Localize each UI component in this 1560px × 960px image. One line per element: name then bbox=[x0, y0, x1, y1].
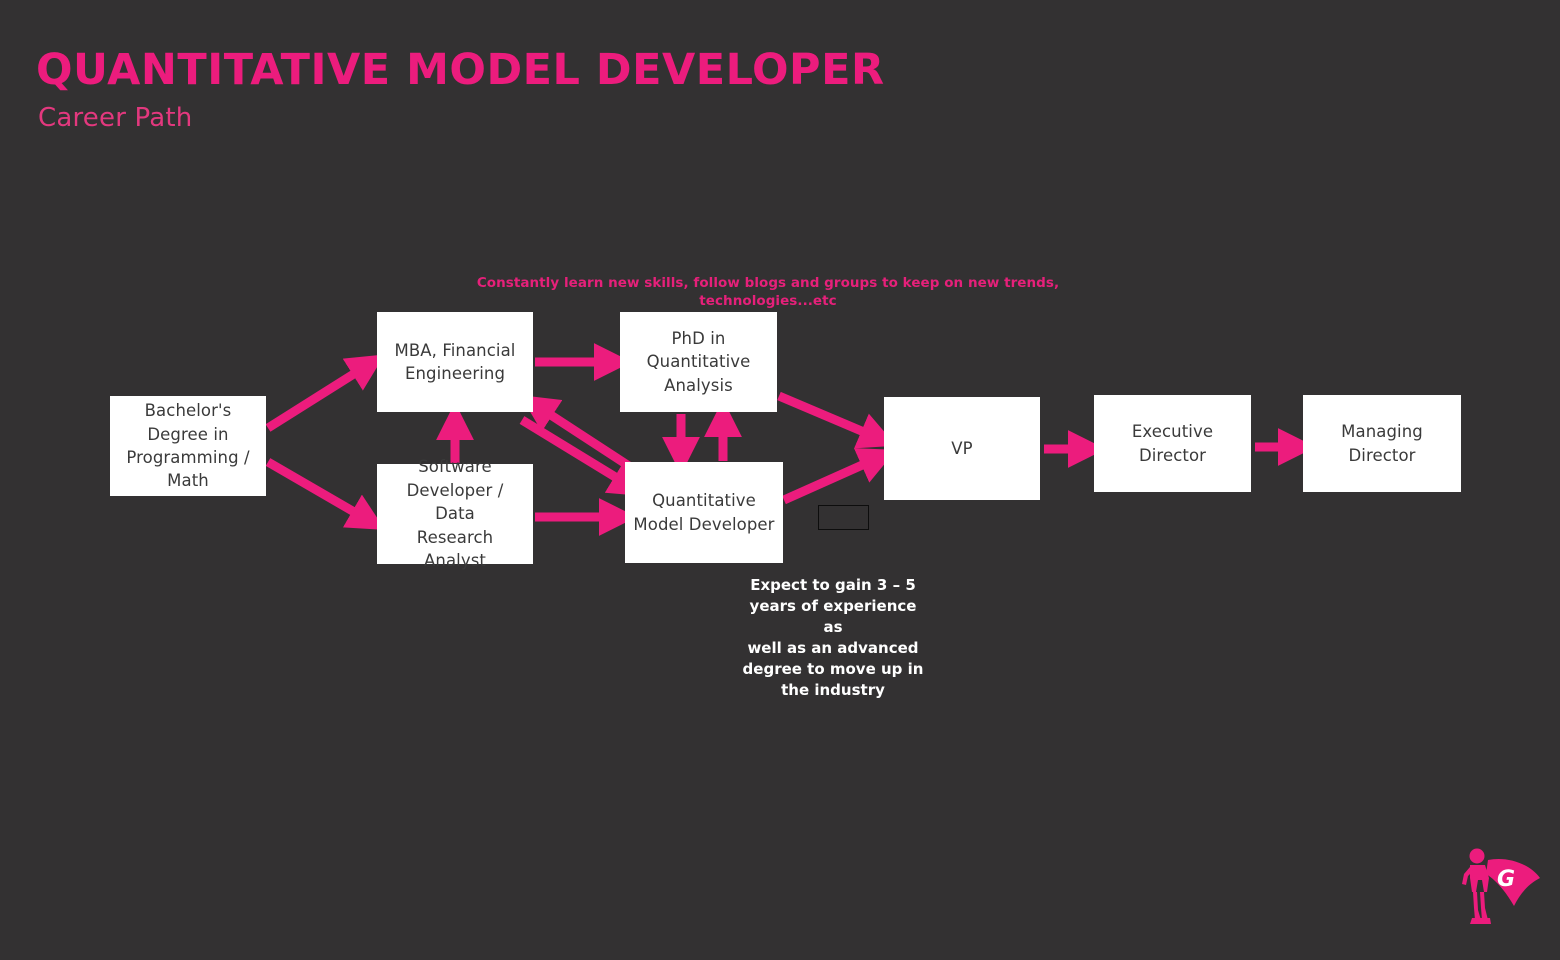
logo-letter-g: G bbox=[1497, 867, 1515, 892]
node-managing-director[interactable]: Managing Director bbox=[1303, 395, 1461, 492]
node-executive-director[interactable]: Executive Director bbox=[1094, 395, 1251, 492]
arrow-bachelors-to-software bbox=[265, 458, 386, 530]
node-mba-financial-engineering[interactable]: MBA, Financial Engineering bbox=[377, 312, 533, 412]
cape-shape bbox=[1486, 858, 1540, 906]
hero-left-arm bbox=[1462, 867, 1473, 885]
node-vp[interactable]: VP bbox=[884, 397, 1040, 500]
node-bachelors-degree[interactable]: Bachelor's Degree in Programming / Math bbox=[110, 396, 266, 496]
page-title: QUANTITATIVE MODEL DEVELOPER bbox=[36, 45, 885, 95]
superhero-g-logo: G bbox=[1462, 848, 1540, 924]
hero-legs bbox=[1473, 892, 1488, 920]
node-phd-quantitative-analysis[interactable]: PhD in Quantitative Analysis bbox=[620, 312, 777, 412]
page-subtitle: Career Path bbox=[38, 103, 193, 134]
empty-placeholder-box[interactable] bbox=[818, 505, 869, 530]
arrow-quant-to-mba bbox=[520, 395, 635, 472]
note-continuous-learning: Constantly learn new skills, follow blog… bbox=[476, 275, 1060, 309]
header: QUANTITATIVE MODEL DEVELOPER Career Path bbox=[36, 45, 936, 134]
arrow-quant-to-vp bbox=[782, 448, 897, 505]
node-software-developer[interactable]: Software Developer / Data Research Analy… bbox=[377, 457, 533, 570]
hero-torso bbox=[1470, 865, 1489, 892]
arrow-bachelors-to-mba bbox=[265, 354, 385, 432]
note-experience-requirement: Expect to gain 3 – 5 years of experience… bbox=[742, 576, 924, 699]
arrow-mba-to-quant bbox=[519, 416, 647, 497]
hero-boots bbox=[1470, 918, 1491, 924]
node-quantitative-model-developer[interactable]: Quantitative Model Developer bbox=[625, 462, 783, 563]
arrow-phd-to-vp bbox=[777, 391, 897, 449]
hero-head bbox=[1469, 848, 1485, 864]
